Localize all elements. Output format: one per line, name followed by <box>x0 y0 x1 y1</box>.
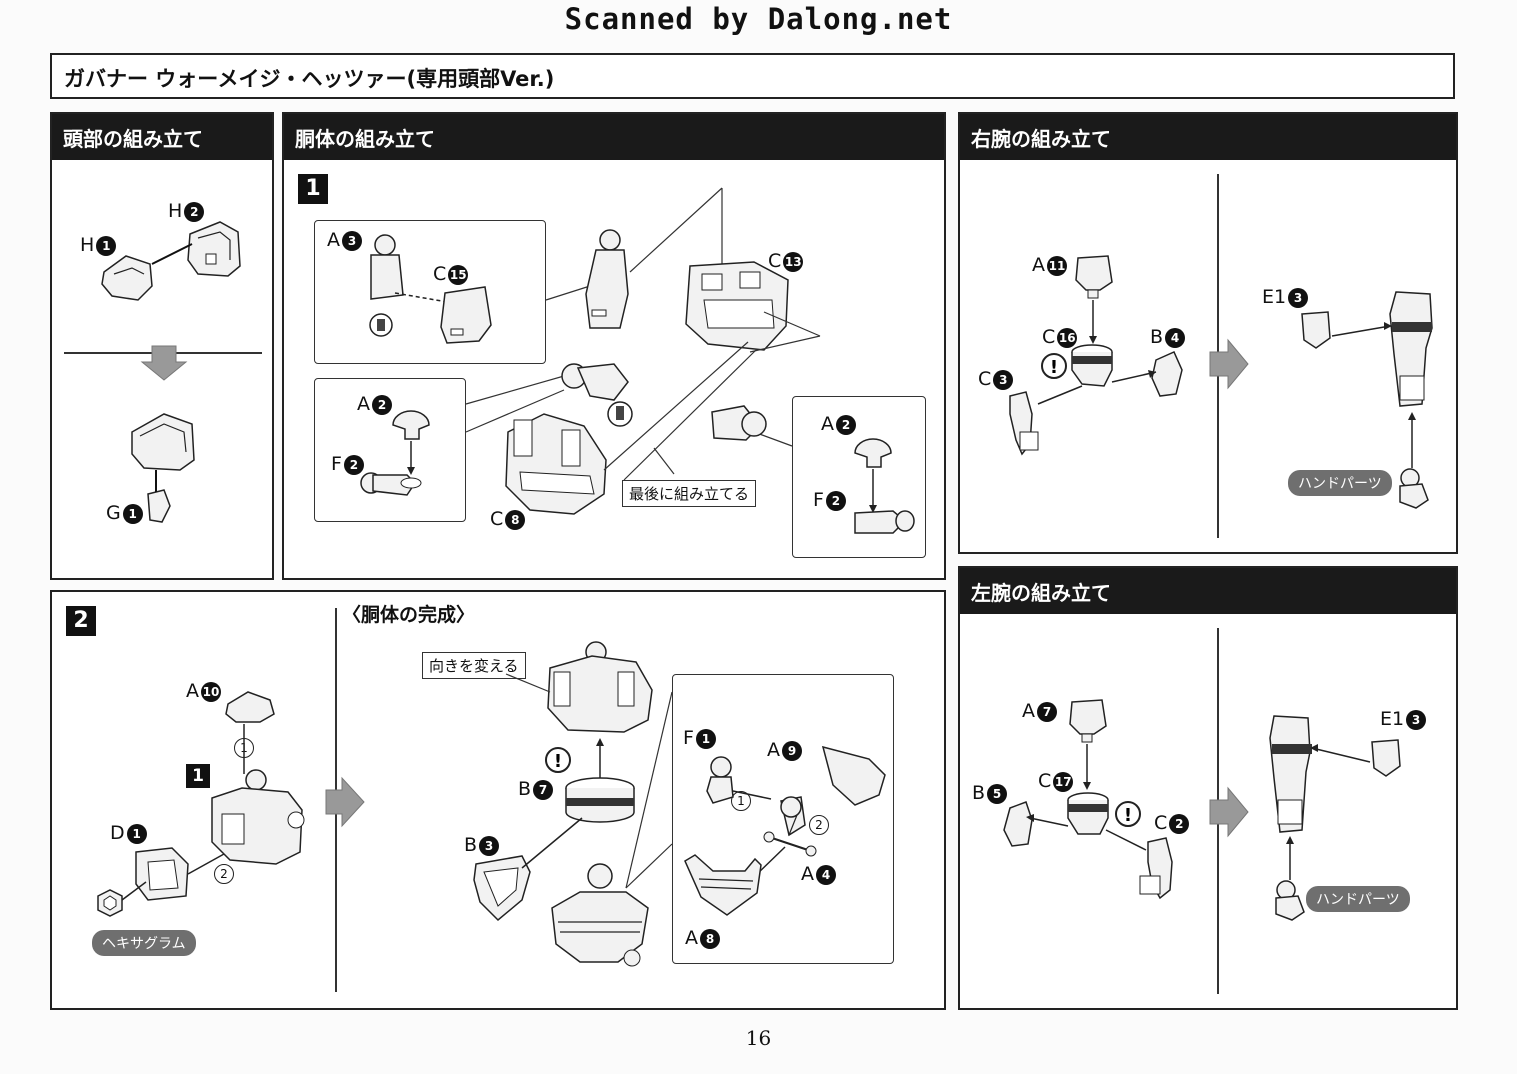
hexagram-badge: ヘキサグラム <box>92 930 196 956</box>
warning-icon: ! <box>1050 357 1058 378</box>
torso-complete-caption: 〈胴体の完成〉 <box>342 604 476 626</box>
page-number: 16 <box>745 1026 772 1050</box>
hand-parts-badge-right: ハンドパーツ <box>1288 470 1392 496</box>
head-parts-illustration <box>101 221 241 523</box>
hand-parts-badge-left: ハンドパーツ <box>1306 886 1410 912</box>
warning-icon-left-arm: ! <box>1124 805 1132 826</box>
torso-step1-illustration <box>465 187 821 515</box>
right-arm-section-title: 右腕の組み立て <box>971 127 1111 151</box>
step-number-1: 1 <box>298 174 328 204</box>
a2-f2-left-illustration <box>360 410 430 496</box>
main-title: ガバナー ウォーメイジ・ヘッツァー(専用頭部Ver.) <box>64 67 555 91</box>
main-title-box: ガバナー ウォーメイジ・ヘッツァー(専用頭部Ver.) <box>50 53 1455 99</box>
left-arm-section-header: 左腕の組み立て <box>960 568 1456 614</box>
order-mark-1-detail: 1 <box>731 791 751 811</box>
detail-illustration <box>684 745 886 916</box>
torso-step2-panel: 2 〈胴体の完成〉 A10 1 D1 ヘキサグラム 1 2 向きを変える B7 … <box>50 590 946 1010</box>
left-arm-section-title: 左腕の組み立て <box>971 581 1111 605</box>
head-section-header: 頭部の組み立て <box>52 114 272 160</box>
left-arm-illustration: ! <box>1003 699 1401 921</box>
scan-credit: Scanned by Dalong.net <box>564 2 953 36</box>
torso-step2-illustration: ! <box>97 641 673 967</box>
right-arm-section-header: 右腕の組み立て <box>960 114 1456 160</box>
torso-section-title: 胴体の組み立て <box>295 127 435 151</box>
callout-assemble-last: 最後に組み立てる <box>622 480 757 507</box>
order-mark-2-detail: 2 <box>809 815 829 835</box>
a2-f2-right-illustration <box>854 438 915 534</box>
order-mark-2-step2: 2 <box>214 864 234 884</box>
step-number-2: 2 <box>66 606 96 636</box>
step-ref-1: 1 <box>186 764 210 788</box>
torso-section-header: 胴体の組み立て <box>284 114 944 160</box>
right-arm-illustration: ! <box>1009 255 1433 509</box>
warning-icon-step2: ! <box>554 751 562 772</box>
a3-c15-illustration <box>369 234 492 344</box>
head-section-title: 頭部の組み立て <box>63 127 203 151</box>
